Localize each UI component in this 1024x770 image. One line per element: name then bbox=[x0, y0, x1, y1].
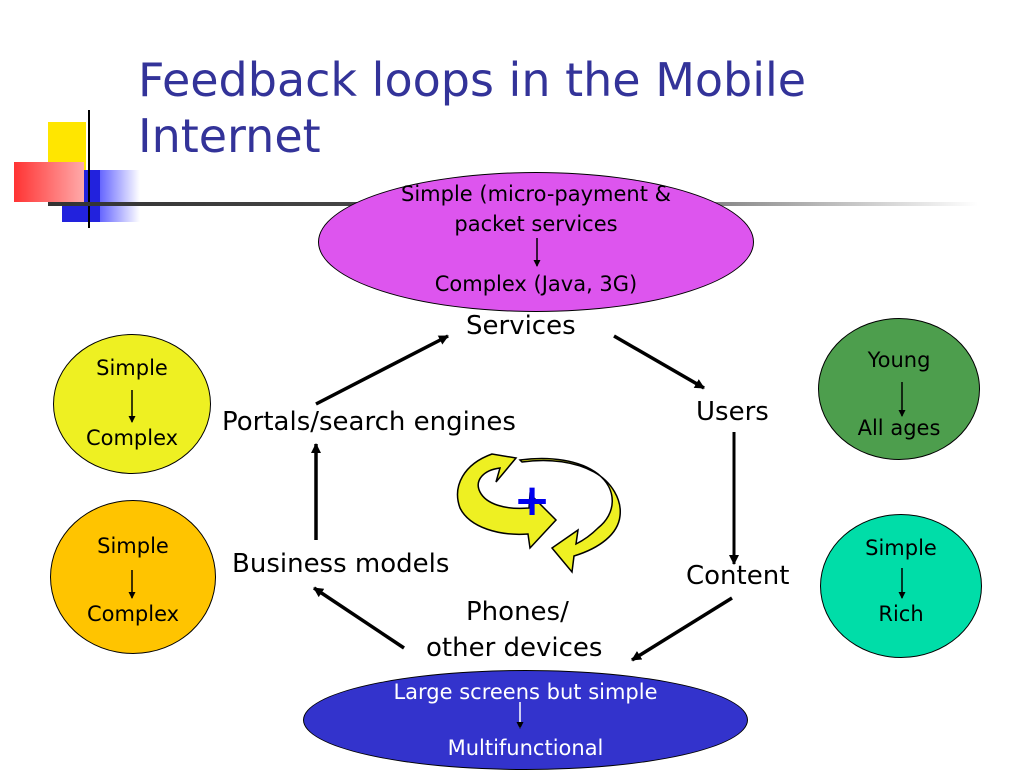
business-circle-top: Simple bbox=[97, 534, 169, 558]
portals-circle-bottom: Complex bbox=[85, 426, 179, 450]
node-content: Content bbox=[686, 561, 790, 591]
portals-circle-top: Simple bbox=[96, 356, 168, 380]
users-circle-top: Young bbox=[867, 348, 931, 372]
content-circle: Simple Rich bbox=[820, 514, 982, 658]
node-devices-line2: other devices bbox=[426, 633, 603, 663]
node-services: Services bbox=[466, 311, 576, 341]
services-ellipse: Simple (micro-payment & packet services … bbox=[318, 172, 754, 312]
arrow-content-to-devices bbox=[631, 596, 733, 662]
page-title: Feedback loops in the Mobile Internet bbox=[138, 52, 998, 164]
title-line-1: Feedback loops in the Mobile bbox=[138, 53, 807, 107]
devices-ellipse: Large screens but simple Multifunctional bbox=[303, 670, 748, 770]
services-ellipse-bottom: Complex (Java, 3G) bbox=[434, 272, 638, 296]
node-devices-line1: Phones/ bbox=[466, 597, 569, 627]
content-circle-top: Simple bbox=[865, 536, 937, 560]
decor-blue-fade bbox=[100, 170, 140, 222]
decor-vertical-line bbox=[88, 110, 90, 228]
cycle-arrow-right bbox=[518, 457, 621, 574]
users-circle: Young All ages bbox=[818, 318, 980, 460]
plus-icon: + bbox=[513, 475, 551, 526]
decor-corner bbox=[0, 100, 140, 230]
node-business-models: Business models bbox=[232, 549, 450, 579]
arrow-services-to-users bbox=[613, 334, 705, 390]
title-line-2: Internet bbox=[138, 109, 321, 163]
arrow-portals-to-services bbox=[315, 334, 449, 406]
devices-ellipse-bottom: Multifunctional bbox=[447, 736, 604, 760]
circular-arrows-icon bbox=[456, 453, 621, 574]
services-ellipse-middle: packet services bbox=[454, 212, 618, 236]
services-ellipse-top: Simple (micro-payment & bbox=[401, 182, 671, 206]
business-circle-bottom: Complex bbox=[86, 602, 180, 626]
business-circle: Simple Complex bbox=[50, 500, 216, 654]
node-portals: Portals/search engines bbox=[222, 407, 516, 437]
cycle-arrow-left bbox=[456, 453, 558, 550]
arrow-devices-to-business bbox=[313, 586, 405, 650]
node-users: Users bbox=[696, 397, 769, 427]
decor-red-fade bbox=[14, 162, 84, 202]
devices-ellipse-top: Large screens but simple bbox=[393, 680, 658, 704]
users-circle-bottom: All ages bbox=[857, 416, 941, 440]
content-circle-bottom: Rich bbox=[878, 602, 924, 626]
